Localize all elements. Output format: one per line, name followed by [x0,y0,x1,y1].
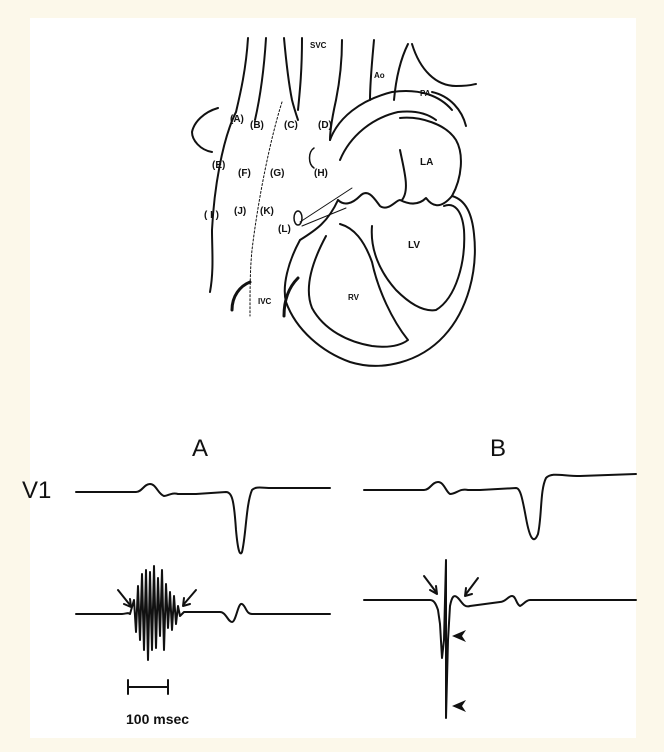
site-d: (D) [318,120,332,131]
label-lv: LV [408,240,420,251]
site-b: (B) [250,120,264,131]
site-j: (J) [234,206,246,217]
scale-bar-label: 100 msec [126,711,189,727]
site-k: (K) [260,206,274,217]
site-f: (F) [238,168,251,179]
site-e: (E) [212,160,225,171]
label-pa: PA [420,89,431,98]
label-ivc: IVC [258,297,272,306]
site-h: (H) [314,168,328,179]
label-ao: Ao [374,71,385,80]
lead-label-v1: V1 [22,477,51,504]
figure-panel [30,18,636,738]
label-svc: SVC [310,41,327,50]
panel-label-b: B [490,435,506,462]
site-l: (L) [278,224,291,235]
site-g: (G) [270,168,284,179]
label-la: LA [420,157,433,168]
site-c: (C) [284,120,298,131]
label-rv: RV [348,293,360,302]
panel-label-a: A [192,435,208,462]
site-a: (A) [230,114,244,125]
site-i: ( I ) [204,210,219,221]
